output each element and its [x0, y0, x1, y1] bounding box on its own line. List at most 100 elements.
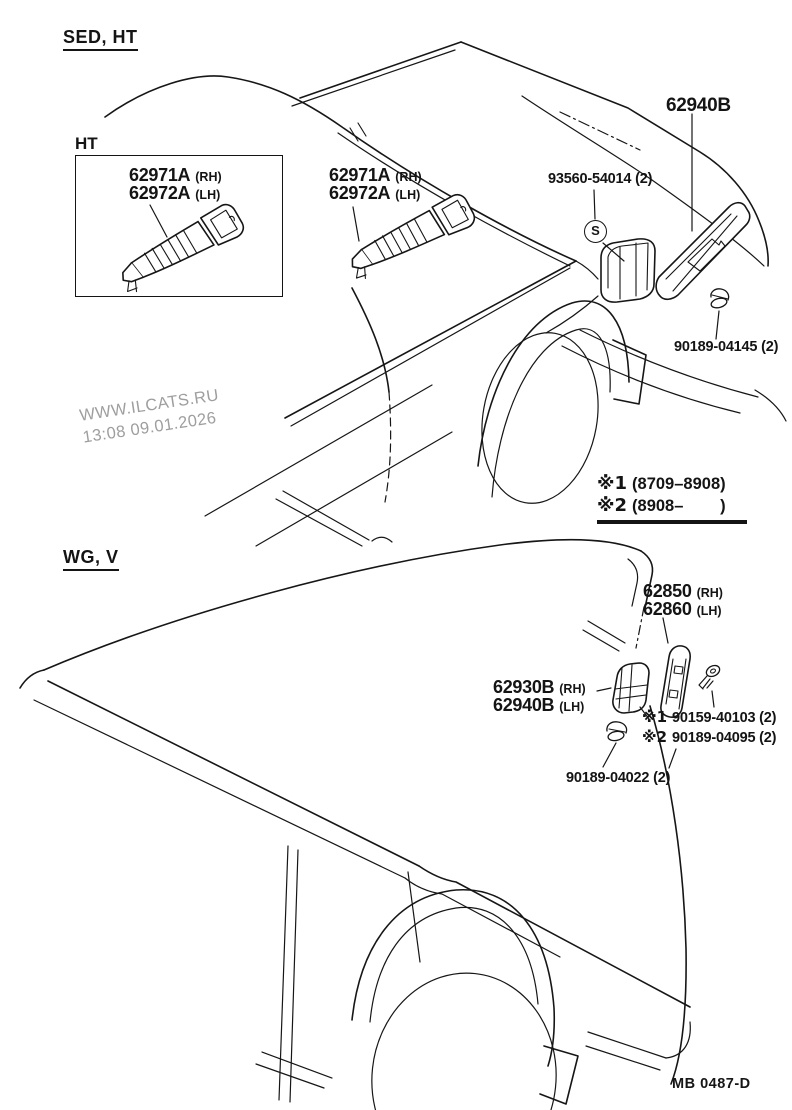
- note-2: ※2(8908– ): [597, 497, 726, 515]
- c-pillar-line: [407, 871, 421, 963]
- note-symbol: ※1: [642, 708, 668, 726]
- part-side: (RH): [696, 586, 723, 600]
- clip-base: [607, 730, 625, 742]
- c-pillar-line: [351, 287, 390, 393]
- centerline-dashdot: [559, 111, 641, 151]
- part-label-duct-rh: 62971A (RH): [329, 166, 422, 184]
- section-title-wg-v: WG, V: [63, 548, 119, 571]
- belt-line: [284, 260, 577, 419]
- vent-garnish-panel: [655, 201, 751, 301]
- note-underline-bar: [597, 520, 747, 524]
- tire-ellipse: [481, 332, 599, 504]
- quarter-shoulder-line: [545, 295, 599, 334]
- part-side: (RH): [395, 170, 422, 184]
- wheel-arch-outer: [477, 300, 630, 467]
- leader-garnish-note1: [639, 706, 650, 720]
- clip-base: [710, 297, 728, 309]
- vent-housing-detail: [607, 242, 649, 300]
- d-pillar-dashdot: [635, 606, 645, 649]
- screw-slot: [710, 668, 716, 674]
- clip-detail: [711, 294, 729, 300]
- part-number: 62930B: [493, 677, 555, 697]
- part-side: (RH): [195, 170, 222, 184]
- roof-header-inner-line: [291, 49, 456, 107]
- part-label-62930b: 62930B (RH): [493, 678, 586, 696]
- roof-rear-corner: [640, 550, 654, 604]
- inset-title: HT: [75, 134, 98, 153]
- roof-far-rail: [43, 538, 642, 671]
- part-label-inset-lh: 62972A(LH): [129, 184, 220, 202]
- note-symbol: ※1: [597, 473, 628, 494]
- roof-rail-line: [104, 75, 577, 262]
- rocker-lines: [255, 1051, 333, 1089]
- part-label-inset-rh: 62971A (RH): [129, 166, 222, 184]
- inset-box: [75, 155, 283, 297]
- roof-rear-corner-inner: [627, 558, 639, 607]
- quarter-garnish-inner-detail: [614, 664, 648, 712]
- part-number: 62971A: [329, 165, 391, 185]
- rear-corner-line: [754, 389, 787, 422]
- leader-62850: [662, 617, 669, 644]
- part-label-duct-lh: 62972A(LH): [329, 184, 420, 202]
- quarter-garnish-outer-detail: [665, 658, 687, 710]
- bumper-corner-wrap: [665, 1021, 691, 1059]
- screw-symbol-badge: S: [584, 220, 607, 243]
- note-1: ※1(8709–8908): [597, 475, 726, 493]
- part-number: 62860: [643, 599, 692, 619]
- duct-main: [341, 190, 481, 283]
- clip-cap: [710, 288, 730, 301]
- c-pillar-line-dashed: [384, 391, 392, 503]
- part-number: 62972A: [329, 183, 391, 203]
- leader-04022-right: [668, 748, 677, 769]
- roof-front-corner: [19, 669, 45, 689]
- belt-to-quarter-line: [575, 260, 599, 280]
- screw-threads: [698, 675, 714, 690]
- roof-header-line: [299, 41, 462, 99]
- rocker-lines: [275, 490, 370, 547]
- part-number: 62971A: [129, 165, 191, 185]
- leader-inset-duct: [149, 204, 168, 238]
- backlight-line: [521, 95, 653, 181]
- part-label-62940b: 62940B: [666, 95, 731, 116]
- leader-screw-note: [711, 690, 715, 708]
- clip-detail: [608, 728, 626, 733]
- wheel-arch-outer: [351, 889, 556, 1067]
- sedan-drawing: [104, 41, 787, 547]
- roof-near-rail: [47, 680, 420, 867]
- note-range: (8709–8908): [632, 475, 726, 493]
- part-label-04022: 90189-04022 (2): [566, 770, 671, 786]
- quarter-garnish-outer-part: [660, 645, 691, 718]
- part-side: (RH): [559, 682, 586, 696]
- belt-line-inner: [404, 877, 561, 958]
- wheel-arch-inner: [491, 328, 611, 498]
- leader-s-to-housing: [602, 242, 625, 262]
- clip-cap: [606, 721, 628, 734]
- tailgate-edge-line: [649, 705, 687, 1085]
- part-label-62940b-wg: 62940B(LH): [493, 696, 584, 714]
- leader-93560: [593, 189, 596, 220]
- part-number: 62850: [643, 581, 692, 601]
- part-label-62860: 62860 (LH): [643, 600, 722, 618]
- part-number: 90159-40103 (2): [672, 710, 777, 726]
- hash-ticks: [349, 122, 367, 142]
- screw-head: [705, 664, 721, 678]
- part-side: (LH): [559, 700, 585, 714]
- leader-62930b: [596, 687, 612, 692]
- bumper-line: [561, 345, 741, 414]
- vent-garnish-cutout: [687, 238, 726, 272]
- part-number: 62972A: [129, 183, 191, 203]
- roof-near-rail-inner: [33, 699, 406, 879]
- belt-line-inner: [290, 267, 571, 427]
- roof-rear-edge-line: [460, 41, 769, 267]
- part-label-62850: 62850 (RH): [643, 582, 723, 600]
- part-side: (LH): [696, 604, 722, 618]
- door-crease-line: [255, 431, 453, 547]
- vent-housing: [600, 238, 656, 303]
- fender-flap: [612, 339, 647, 405]
- note-symbol: ※2: [597, 495, 628, 516]
- drawing-code: MB 0487-D: [672, 1076, 751, 1092]
